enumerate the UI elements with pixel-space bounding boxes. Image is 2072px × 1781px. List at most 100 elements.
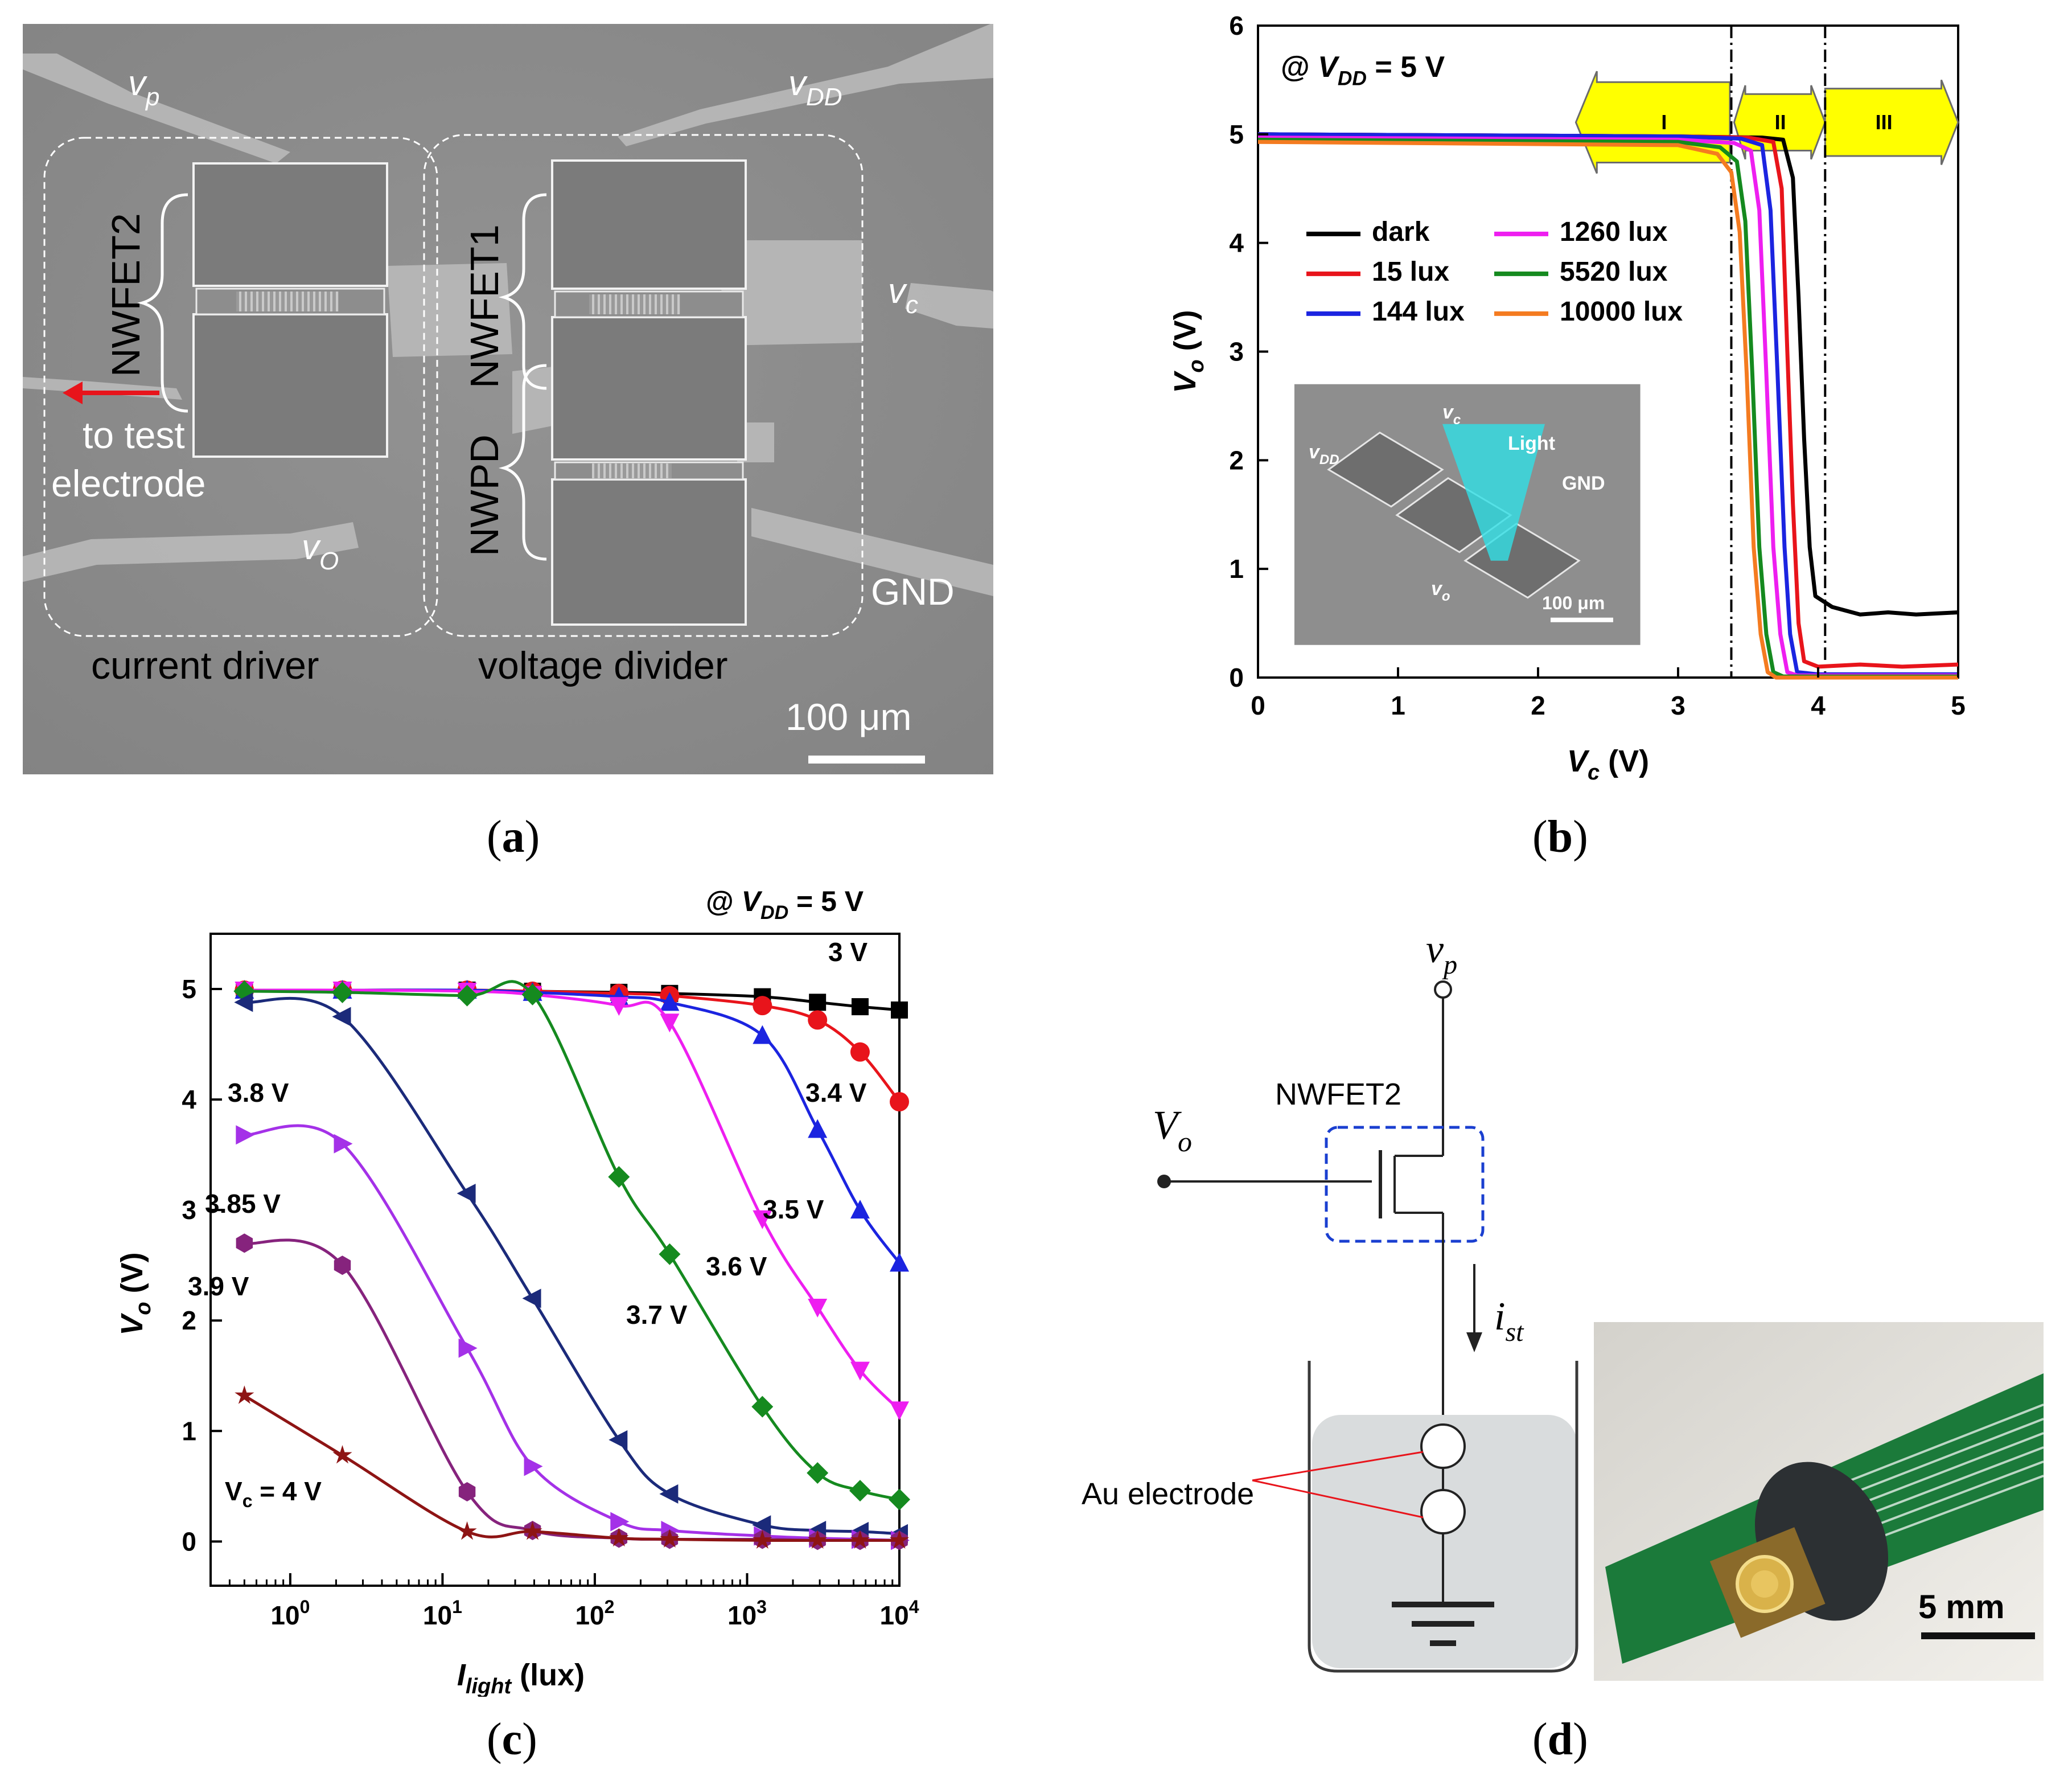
y-tick-label-1: 1 (182, 1416, 196, 1446)
y-tick-label-0: 0 (1229, 663, 1244, 692)
data-point-9-2 (332, 1445, 352, 1464)
photo-scale-bar (1921, 1632, 2035, 1639)
data-point-2-8 (808, 1010, 828, 1030)
data-point-6-3 (457, 1184, 476, 1204)
y-tick-label-4: 4 (1229, 228, 1244, 258)
series-line-15-lux (1257, 132, 1959, 669)
series-line-5520-lux (1257, 137, 1958, 679)
nwfet2-label: NWFET2 (1275, 1077, 1401, 1111)
data-point-5-5 (608, 1166, 630, 1188)
vdd-annotation: @ VDD = 5 V (706, 885, 864, 924)
au-electrode-2 (1420, 1489, 1466, 1534)
data-point-9-4 (523, 1521, 542, 1540)
data-point-5-4 (521, 983, 544, 1006)
data-point-8-1 (236, 1233, 253, 1253)
y-tick-label-5: 5 (182, 974, 196, 1004)
data-point-9-1 (235, 1385, 254, 1404)
data-point-5-1 (233, 980, 256, 1002)
inset-scale-label: 100 μm (1542, 593, 1605, 613)
y-axis-label: Vo (V) (115, 1252, 155, 1335)
inset-light-label: Light (1508, 433, 1555, 454)
data-point-1-10 (891, 1001, 908, 1019)
data-point-2-7 (753, 996, 772, 1016)
y-tick-label-1: 1 (1229, 554, 1244, 584)
y-tick-label-5: 5 (1229, 120, 1244, 149)
series-line-2 (244, 988, 901, 1103)
au-electrode-1 (1420, 1423, 1466, 1469)
data-point-3-7 (753, 1025, 772, 1044)
y-tick-label-3: 3 (182, 1195, 196, 1225)
series-line-144-lux (1257, 132, 1958, 676)
scale-bar-label: 100 μm (786, 696, 911, 738)
panel-a-caption: (a) (487, 812, 540, 862)
data-point-9-8 (808, 1530, 828, 1549)
series-line-dark (1257, 132, 1959, 617)
data-point-1-9 (851, 998, 869, 1016)
x-axis-label: Ilight (lux) (457, 1658, 585, 1697)
x-tick-label-1: 101 (423, 1597, 462, 1630)
electrolyte (1312, 1415, 1577, 1668)
region-label-1: I (1661, 110, 1667, 134)
series-line-10000-lux (1257, 139, 1958, 680)
data-point-7-4 (524, 1456, 543, 1476)
series-9 (235, 1385, 910, 1549)
voltage-divider-box (423, 134, 864, 637)
voltage-divider-label: voltage divider (478, 644, 727, 687)
y-tick-label-2: 2 (182, 1306, 196, 1335)
data-point-4-8 (808, 1298, 828, 1318)
inset-vo-label: vo (1431, 578, 1450, 604)
legend-label-5: 5520 lux (1560, 257, 1668, 287)
beaker (1308, 1361, 1578, 1673)
inset-vdd-label: vDD (1309, 441, 1339, 467)
nwpd-brace (498, 364, 547, 561)
legend-label-1: dark (1372, 217, 1430, 247)
series-7 (236, 1124, 910, 1550)
data-point-7-3 (458, 1338, 478, 1358)
curve-label-3: 3.5 V (763, 1195, 824, 1224)
x-tick-label-2: 102 (575, 1597, 614, 1630)
curve-label-2: 3.4 V (805, 1078, 867, 1107)
panel-a-sem-image: vp vDD vc vO GND NWFET2 NWFET1 NWPD to t… (23, 24, 993, 774)
region-arrow-3 (1824, 79, 1959, 165)
inset-scale-bar (1550, 617, 1613, 622)
region-label-3: III (1876, 110, 1893, 134)
au-electrode-pointers (1252, 1451, 1424, 1519)
x-axis-label: Vc (V) (1567, 744, 1649, 785)
curve-label-1: 3 V (828, 937, 868, 967)
x-tick-label-4: 104 (880, 1597, 919, 1630)
data-point-9-9 (850, 1530, 870, 1549)
data-point-6-7 (752, 1515, 771, 1535)
y-tick-label-4: 4 (182, 1085, 196, 1114)
series-line-4 (244, 988, 901, 1411)
data-point-3-8 (808, 1119, 828, 1138)
data-point-8-2 (334, 1255, 351, 1275)
y-tick-label-3: 3 (1229, 337, 1244, 367)
data-point-9-3 (457, 1521, 477, 1540)
vo-label: Vo (1153, 1102, 1192, 1158)
data-point-9-7 (753, 1530, 772, 1549)
data-point-4-6 (660, 1013, 680, 1033)
vdd-label: vDD (788, 64, 842, 111)
data-point-5-9 (849, 1480, 871, 1502)
series-8 (236, 1233, 908, 1550)
data-point-9-5 (609, 1528, 629, 1547)
curve-label-8: 3.9 V (188, 1271, 249, 1301)
to-test-label: to test (83, 414, 185, 456)
sem-channels (195, 288, 744, 481)
data-point-4-5 (609, 997, 629, 1016)
data-point-4-7 (753, 1210, 772, 1229)
scale-bar (808, 756, 925, 764)
current-driver-label: current driver (91, 644, 319, 687)
data-point-8-3 (458, 1482, 476, 1502)
legend-label-6: 10000 lux (1560, 297, 1683, 327)
x-tick-label-3: 103 (727, 1597, 767, 1630)
data-point-9-10 (889, 1530, 910, 1549)
data-point-3-6 (660, 992, 680, 1011)
gnd-label: GND (871, 571, 955, 613)
data-point-5-10 (889, 1488, 910, 1511)
y-tick-label-2: 2 (1229, 445, 1244, 475)
vo-label: vO (302, 528, 339, 575)
series-line-1260-lux (1257, 136, 1958, 678)
photo-scale-label: 5 mm (1918, 1589, 2005, 1626)
